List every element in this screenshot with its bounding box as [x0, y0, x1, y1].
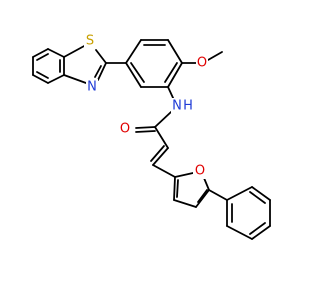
bond [203, 177, 210, 191]
bond [208, 189, 228, 201]
bond [32, 74, 49, 84]
bond [251, 186, 271, 201]
structure-canvas: S N O N H O O [32, 33, 271, 240]
atom-oxygen-furan-label: O [195, 164, 205, 179]
atom-oxygen-carbonyl-label: O [120, 122, 130, 137]
bond [173, 199, 197, 208]
atom-oxygen-methoxy: O [196, 55, 208, 71]
atom-hydrogen-amide: H [183, 98, 193, 114]
bond [173, 176, 176, 201]
bond [167, 62, 183, 88]
bond [94, 65, 102, 78]
bond [97, 62, 107, 81]
bond [195, 189, 210, 208]
bond [125, 39, 142, 64]
bond [226, 225, 253, 240]
atom-oxygen-carbonyl: O [118, 121, 132, 137]
bond [32, 48, 49, 58]
atom-label-layer: S N O N H O O [84, 33, 208, 179]
atom-oxygen-methoxy-label: O [197, 56, 207, 71]
bond [164, 62, 178, 83]
bond [63, 74, 87, 84]
bond [95, 49, 107, 64]
bond [47, 74, 65, 84]
atom-nitrogen-amide-label: N [172, 99, 182, 114]
bond [36, 71, 49, 79]
bond [167, 86, 175, 101]
atom-sulfur-label: S [86, 34, 94, 49]
bond [125, 62, 142, 88]
molecule-diagram: S N O N H O O [32, 33, 271, 240]
bond [47, 48, 65, 58]
bond [251, 225, 271, 240]
bond [135, 126, 156, 129]
bond [135, 130, 156, 133]
bond [154, 126, 169, 149]
bond [167, 39, 183, 64]
atom-nitrogen-thiazole: N [86, 79, 98, 95]
bond [174, 172, 194, 178]
bond [249, 191, 266, 204]
bond [36, 53, 49, 61]
atom-sulfur: S [84, 33, 96, 49]
bond [130, 62, 145, 83]
bond [150, 145, 165, 162]
bond [249, 222, 266, 235]
bond [197, 189, 208, 203]
bond [226, 186, 253, 201]
bond [63, 44, 87, 58]
atom-nitrogen-amide: N [171, 98, 183, 114]
bond [154, 111, 172, 128]
bond [176, 179, 179, 198]
bond [152, 164, 176, 178]
bond [207, 51, 223, 61]
bond-layer [32, 39, 271, 240]
atom-hydrogen-amide-label: H [183, 99, 193, 114]
atom-nitrogen-thiazole-label: N [87, 80, 97, 95]
atom-oxygen-furan: O [193, 163, 207, 179]
bond [152, 147, 169, 166]
